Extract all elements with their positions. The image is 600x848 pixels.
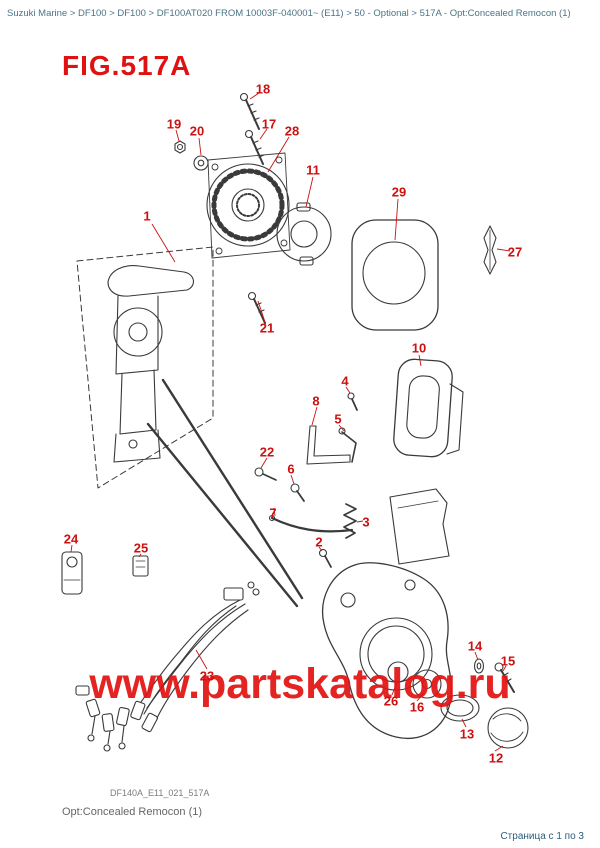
part-callout-7[interactable]: 7 (269, 505, 277, 521)
part-20-drawing (193, 155, 209, 171)
part-23-drawing (75, 581, 260, 752)
part-callout-12[interactable]: 12 (488, 750, 504, 766)
part-19-drawing (174, 140, 186, 154)
part-callout-16[interactable]: 16 (409, 699, 425, 715)
part-callout-24[interactable]: 24 (63, 531, 79, 547)
part-callout-13[interactable]: 13 (459, 726, 475, 742)
breadcrumb-separator: > (106, 8, 118, 19)
part-callout-26[interactable]: 26 (383, 693, 399, 709)
part-25-drawing (132, 555, 149, 577)
part-24-drawing (61, 551, 83, 595)
part-callout-6[interactable]: 6 (287, 461, 295, 477)
part-12-drawing (487, 707, 529, 749)
drawing-code: DF140A_E11_021_517A (110, 788, 210, 798)
breadcrumb-separator: > (408, 8, 420, 19)
part-callout-8[interactable]: 8 (312, 393, 320, 409)
figure-caption: Opt:Concealed Remocon (1) (62, 806, 203, 818)
breadcrumb-item[interactable]: DF100 (78, 8, 107, 19)
figure-title: FIG.517A (62, 50, 192, 81)
part-16-drawing (412, 669, 442, 699)
part-15-drawing (494, 662, 515, 693)
part-6-drawing (290, 483, 305, 502)
part-28-drawing (206, 152, 291, 259)
part-callout-19[interactable]: 19 (166, 116, 182, 132)
part-callout-22[interactable]: 22 (259, 444, 275, 460)
part-callout-2[interactable]: 2 (315, 534, 323, 550)
part-callout-10[interactable]: 10 (411, 340, 427, 356)
breadcrumb-item[interactable]: DF100 (117, 8, 146, 19)
breadcrumb-separator: > (343, 8, 355, 19)
part-1-drawing (76, 246, 304, 608)
part-29-drawing (351, 219, 439, 331)
part-17-drawing (244, 129, 265, 165)
part-callout-20[interactable]: 20 (189, 123, 205, 139)
breadcrumb-item[interactable]: 517A - Opt:Concealed Remocon (1) (419, 8, 571, 19)
part-callout-11[interactable]: 11 (306, 162, 320, 178)
part-callout-29[interactable]: 29 (391, 184, 407, 200)
part-27-drawing (483, 225, 497, 275)
part-callout-14[interactable]: 14 (467, 638, 483, 654)
breadcrumb-separator: > (67, 8, 79, 19)
part-26-drawing (387, 661, 409, 683)
callout-leader-lines (70, 92, 511, 752)
part-11-drawing (276, 202, 332, 266)
part-callout-23[interactable]: 23 (199, 668, 215, 684)
breadcrumb-item[interactable]: DF100AT020 FROM 10003F-040001~ (E11) (156, 8, 344, 19)
part-callout-17[interactable]: 17 (261, 116, 277, 132)
part-18-drawing (239, 92, 260, 130)
breadcrumb: Suzuki Marine > DF100 > DF100 > DF100AT0… (7, 8, 595, 20)
part-callout-5[interactable]: 5 (334, 411, 342, 427)
housing-drawing (322, 562, 452, 739)
part-callout-3[interactable]: 3 (362, 514, 370, 530)
breadcrumb-item[interactable]: 50 - Optional (354, 8, 409, 19)
part-22-drawing (254, 467, 277, 481)
part-callout-18[interactable]: 18 (255, 81, 271, 97)
part-callout-21[interactable]: 21 (259, 320, 275, 336)
part-callout-1[interactable]: 1 (143, 208, 151, 224)
watermark: www.partskatalog.ru (89, 660, 511, 708)
part-callout-4[interactable]: 4 (341, 373, 349, 389)
part-13-drawing (440, 694, 480, 722)
part-14-drawing (473, 658, 485, 674)
part-callout-27[interactable]: 27 (507, 244, 523, 260)
part-callout-28[interactable]: 28 (284, 123, 300, 139)
breadcrumb-item[interactable]: Suzuki Marine (7, 8, 68, 19)
breadcrumb-separator: > (145, 8, 157, 19)
page-info: Страница с 1 по 3 (500, 831, 584, 842)
part-8-drawing (306, 425, 351, 465)
part-7-drawing (268, 514, 354, 533)
part-callout-15[interactable]: 15 (500, 653, 516, 669)
part-3-drawing (343, 503, 357, 539)
part-callout-25[interactable]: 25 (133, 540, 149, 556)
part-21-drawing (247, 291, 266, 324)
part-4-drawing (347, 392, 358, 411)
part-2-drawing (318, 548, 332, 568)
part-5-drawing (338, 427, 357, 463)
part-10-drawing (389, 358, 464, 565)
